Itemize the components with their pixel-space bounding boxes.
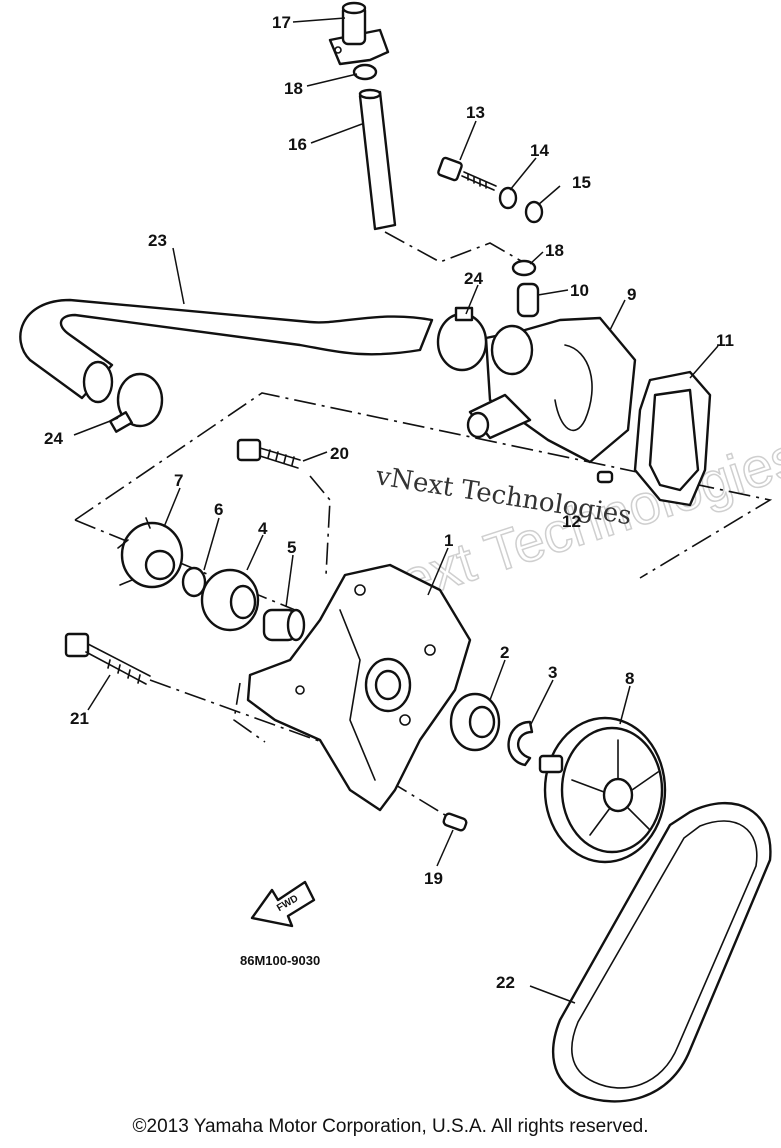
callout-18-lower: 18: [545, 241, 564, 260]
part-22-belt: [552, 802, 772, 1103]
callout-24-right: 24: [464, 269, 483, 288]
part-7-impeller: [117, 517, 184, 589]
callout-2: 2: [500, 643, 509, 662]
part-code: 86M100-9030: [240, 953, 320, 968]
part-6-seal: [181, 566, 207, 598]
part-11-gasket: [633, 370, 712, 507]
fwd-arrow-icon: FWD: [250, 880, 316, 928]
part-1-pump-housing: [246, 563, 472, 812]
callout-10: 10: [570, 281, 589, 300]
callout-22: 22: [496, 973, 515, 992]
callout-14: 14: [530, 141, 549, 160]
callout-17: 17: [272, 13, 291, 32]
part-23-radiator-hose: [19, 298, 434, 404]
part-24-clamp-left: [109, 372, 164, 433]
part-16-bypass-hose: [358, 88, 397, 231]
callout-7: 7: [174, 471, 183, 490]
part-18-clamp-lower: [511, 259, 537, 277]
callout-23: 23: [148, 231, 167, 250]
callout-24-left: 24: [44, 429, 63, 448]
part-9-pump-cover: [466, 316, 637, 464]
part-8-pulley: [538, 716, 667, 864]
callout-20: 20: [330, 444, 349, 463]
part-3-circlip: [507, 720, 534, 767]
part-4-mechanical-seal: [200, 568, 260, 632]
callout-6: 6: [214, 500, 223, 519]
part-13-bolt: [437, 156, 497, 191]
part-17-outlet-fitting: [328, 1, 390, 66]
part-20-bolt: [236, 438, 301, 469]
part-5-collar: [262, 608, 306, 642]
callout-9: 9: [627, 285, 636, 304]
callout-16: 16: [288, 135, 307, 154]
callout-3: 3: [548, 663, 557, 682]
callout-11: 11: [716, 331, 734, 350]
exploded-parts-diagram: vNext Technologies vNext Technologies: [19, 1, 781, 1103]
callout-21: 21: [70, 709, 89, 728]
callout-13: 13: [466, 103, 485, 122]
callout-18-upper: 18: [284, 79, 303, 98]
part-12-pin: [596, 470, 614, 484]
part-10-pipe: [516, 282, 540, 318]
callouts: 17 18 16 13 14 15 23 18 10 9 24 11 24 20…: [44, 13, 734, 992]
callout-4: 4: [258, 519, 268, 538]
callout-8: 8: [625, 669, 634, 688]
callout-19: 19: [424, 869, 443, 888]
leader-lines: [73, 17, 719, 1004]
part-24-clamp-right: [436, 306, 488, 372]
callout-15: 15: [572, 173, 591, 192]
callout-1: 1: [444, 531, 453, 550]
copyright-footer: ©2013 Yamaha Motor Corporation, U.S.A. A…: [132, 1116, 649, 1137]
part-19-dowel-pin: [442, 812, 468, 832]
part-18-clamp-upper: [352, 63, 378, 81]
callout-5: 5: [287, 538, 296, 557]
part-21-bolt: [64, 632, 151, 685]
part-15-washer: [524, 200, 544, 224]
part-2-bearing: [449, 692, 501, 752]
callout-12: 12: [562, 512, 581, 531]
part-14-washer: [498, 186, 518, 210]
